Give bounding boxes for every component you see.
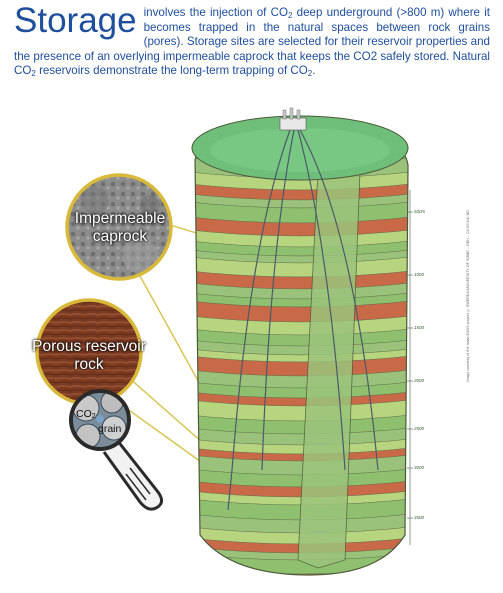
depth-ruler — [407, 190, 413, 545]
grain-label: grain — [98, 423, 122, 435]
injection-wells — [227, 129, 379, 511]
co2-subscript-3: 2 — [307, 69, 313, 78]
intro-text-4: . — [312, 64, 316, 77]
magnifier-icon — [69, 389, 163, 511]
depth-label-2000: 2000 — [414, 378, 425, 383]
wellhead-platform — [279, 107, 307, 131]
rock-layer — [180, 579, 420, 593]
reservoir-label: Porous reservoir rock — [32, 338, 146, 373]
depth-label-3500: 3500 — [414, 515, 425, 520]
co2-label: CO2 — [76, 408, 96, 421]
co2-label-sub: 2 — [91, 413, 96, 420]
caprock-label: Impermeable caprock — [74, 210, 166, 245]
depth-label-500: 500m — [414, 209, 426, 214]
caprock-circle — [65, 173, 173, 281]
intro-text-3: reservoirs demonstrate the long-term tra… — [35, 64, 308, 77]
page-title: Storage — [14, 1, 137, 40]
intro-text-1: involves the injection of CO — [143, 6, 288, 19]
co2-subscript-1: 2 — [287, 11, 293, 20]
image-credit: Image courtesy of the Isaac ESNS project… — [466, 210, 470, 382]
co2-subscript-2: 2 — [31, 69, 36, 78]
intro-text-2: deep underground (>800 m) where it becom… — [14, 6, 490, 77]
depth-label-1500: 1500 — [414, 325, 425, 330]
depth-label-1000: 1000 — [414, 272, 425, 277]
depth-label-3000: 3000 — [414, 465, 425, 470]
co2-label-text: CO — [76, 408, 92, 420]
depth-label-2500: 2500 — [414, 426, 425, 431]
